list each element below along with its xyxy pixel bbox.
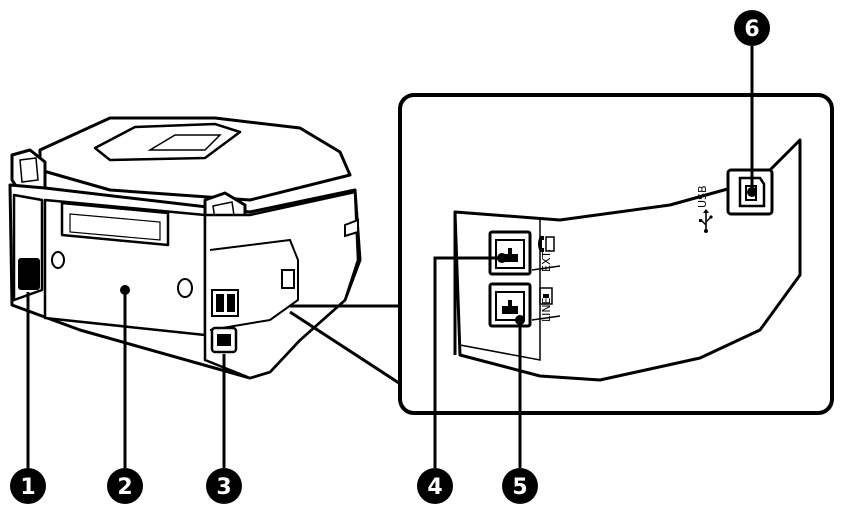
ext-label: EXT. <box>540 249 553 272</box>
callout-6-number: 6 <box>744 17 759 42</box>
callout-4-number: 4 <box>427 475 442 500</box>
callout-2-number: 2 <box>117 475 132 500</box>
part-1 <box>18 258 40 290</box>
phone-handset-icon <box>538 236 555 252</box>
callout-6: 6 <box>734 10 770 46</box>
callout-5-number: 5 <box>512 475 527 500</box>
small-port-slot-a <box>216 294 224 312</box>
callout-2: 2 <box>107 468 143 504</box>
screw-right <box>177 278 193 298</box>
adf-tray <box>93 122 242 162</box>
zoom-panel: EXT. LINE USB <box>398 93 834 415</box>
callout-5: 5 <box>502 468 538 504</box>
small-port-slot-b <box>227 294 235 312</box>
line-label: LINE <box>540 297 553 322</box>
port-area-outline <box>209 238 299 331</box>
usb-label: USB <box>696 185 709 208</box>
callout-3-number: 3 <box>216 475 231 500</box>
callout-4: 4 <box>417 468 453 504</box>
screw-left <box>51 251 65 269</box>
body-usb-port <box>281 269 295 289</box>
handle-inner <box>69 213 161 241</box>
rear-cover-handle <box>60 201 170 247</box>
port-panel-surface <box>453 138 802 382</box>
callout-3: 3 <box>206 468 242 504</box>
ext-divider <box>531 265 561 271</box>
ext-port <box>488 230 532 276</box>
usb-icon <box>699 209 713 233</box>
callout-leaders <box>26 45 757 468</box>
adf-tray-inner <box>147 134 222 151</box>
printer-illustration <box>8 116 362 380</box>
left-hinge-detail <box>19 157 39 183</box>
power-inlet-socket <box>217 334 231 346</box>
callout-1-number: 1 <box>20 475 35 500</box>
zoom-connectors <box>289 304 403 387</box>
wall-jack-icon <box>539 287 553 305</box>
callout-1: 1 <box>10 468 46 504</box>
line-divider <box>531 315 561 321</box>
part-2 <box>120 285 130 295</box>
side-clip <box>344 218 359 238</box>
